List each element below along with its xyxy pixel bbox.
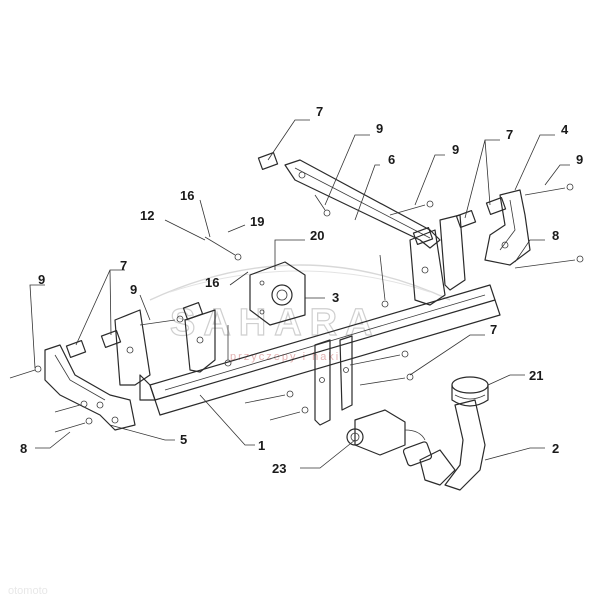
bolt (204, 236, 242, 261)
bolt (359, 373, 414, 386)
callout-9: 9 (452, 142, 459, 157)
callout-7: 7 (120, 258, 127, 273)
socket-mounting-plate (249, 261, 306, 326)
bolt (54, 400, 88, 413)
callout-6: 6 (388, 152, 395, 167)
left-vertical-bracket (114, 309, 216, 386)
upper-brace (284, 159, 441, 249)
callout-9: 9 (38, 272, 45, 287)
bolt (524, 183, 574, 196)
callout-5: 5 (180, 432, 187, 447)
corner-watermark: otomoto (8, 585, 48, 597)
leader-lines (29, 119, 570, 469)
callout-7: 7 (490, 322, 497, 337)
callout-numbers: 7 9 6 9 7 4 9 16 12 19 20 16 3 8 9 7 9 7… (20, 104, 583, 476)
bolt (389, 200, 434, 216)
callout-20: 20 (310, 228, 324, 243)
callout-9: 9 (376, 121, 383, 136)
callout-16: 16 (180, 188, 194, 203)
callout-9: 9 (130, 282, 137, 297)
right-side-bracket (484, 189, 531, 266)
callout-3: 3 (332, 290, 339, 305)
bolt (314, 194, 331, 217)
watermark-brand: SAHARA (170, 302, 381, 344)
callout-19: 19 (250, 214, 264, 229)
bolt (379, 254, 389, 308)
bolt (224, 325, 232, 367)
clamp-nuts (65, 152, 507, 358)
left-side-bracket (44, 344, 136, 431)
callout-2: 2 (552, 441, 559, 456)
bolt (54, 417, 93, 433)
bolt (269, 406, 309, 421)
callout-12: 12 (140, 208, 154, 223)
bolt (349, 350, 409, 366)
callout-23: 23 (272, 461, 286, 476)
callout-1: 1 (258, 438, 265, 453)
bolt (9, 365, 42, 379)
bolt (244, 390, 294, 404)
callout-8: 8 (552, 228, 559, 243)
bolts-and-washers (9, 183, 584, 433)
callout-16: 16 (205, 275, 219, 290)
bolt (139, 315, 184, 326)
callout-9: 9 (576, 152, 583, 167)
bolt (514, 255, 584, 269)
electrical-socket (346, 409, 426, 456)
callout-8: 8 (20, 441, 27, 456)
watermark-logo: SAHARA przyczepy i haki (149, 264, 451, 363)
center-brackets (314, 335, 353, 426)
callout-21: 21 (529, 368, 543, 383)
tow-ball-neck (402, 399, 486, 491)
callout-4: 4 (561, 122, 569, 137)
callout-7: 7 (506, 127, 513, 142)
right-vertical-bracket (409, 214, 466, 306)
callout-7: 7 (316, 104, 323, 119)
